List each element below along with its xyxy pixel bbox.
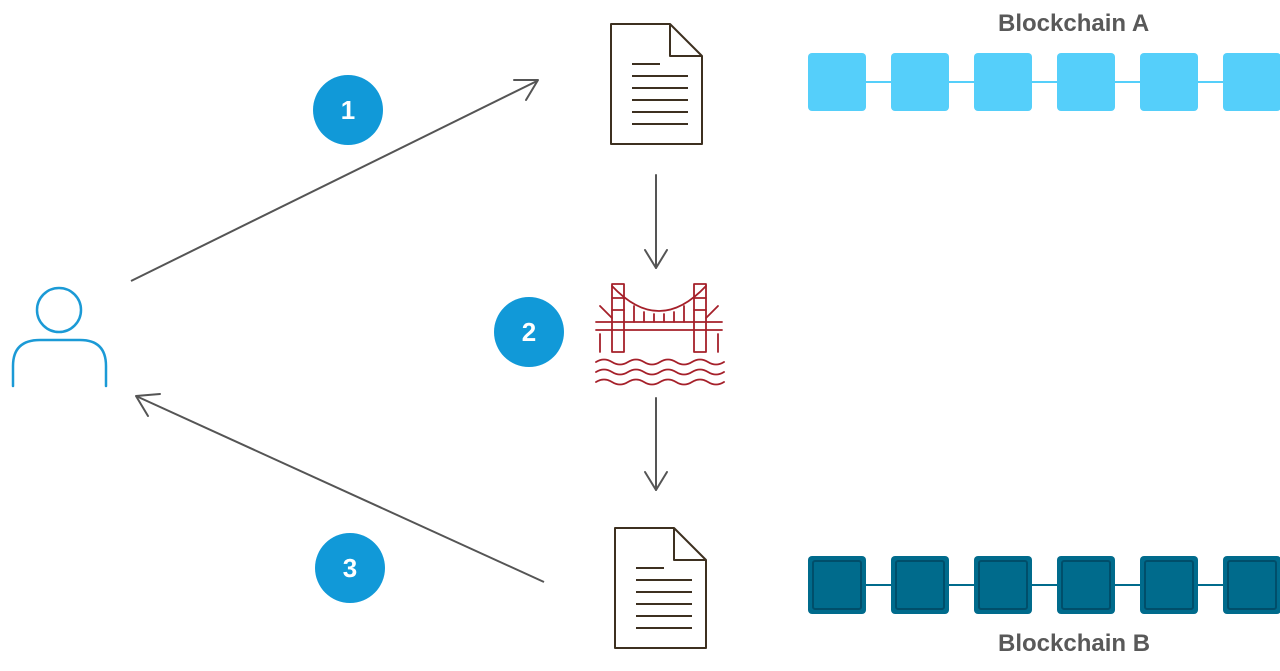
blockchain-a-block (974, 53, 1032, 111)
arrowhead-bridge (644, 249, 668, 269)
step-3-badge: 3 (315, 533, 385, 603)
arrowhead-target (644, 471, 668, 491)
blockchain-b-block (808, 556, 866, 614)
blockchain-a-block (1057, 53, 1115, 111)
blockchain-b-block-inner (1144, 560, 1194, 610)
blockchain-a-block (1140, 53, 1198, 111)
blockchain-a-label: Blockchain A (998, 10, 1150, 37)
target-document-icon (614, 527, 707, 649)
blockchain-b-block (1057, 556, 1115, 614)
arrowhead-source (513, 79, 539, 101)
blockchain-b-block-inner (1227, 560, 1277, 610)
source-document-icon (610, 23, 703, 145)
blockchain-a-block (1223, 53, 1280, 111)
blockchain-a-chain (808, 53, 1280, 111)
blockchain-b-block-inner (812, 560, 862, 610)
blockchain-b-block (974, 556, 1032, 614)
bridge-icon (595, 283, 725, 386)
blockchain-a-block (891, 53, 949, 111)
blockchain-b-block-inner (1061, 560, 1111, 610)
step-1-badge: 1 (313, 75, 383, 145)
blockchain-b-block (1223, 556, 1280, 614)
blockchain-b-label: Blockchain B (998, 630, 1151, 657)
arrow-user-to-source (130, 80, 538, 282)
step-2-badge: 2 (494, 297, 564, 367)
blockchain-b-block-inner (895, 560, 945, 610)
blockchain-b-chain (808, 556, 1280, 614)
blockchain-b-block (891, 556, 949, 614)
blockchain-a-block (808, 53, 866, 111)
blockchain-b-block-inner (978, 560, 1028, 610)
user-icon (11, 286, 108, 388)
arrowhead-user (135, 393, 161, 417)
blockchain-b-block (1140, 556, 1198, 614)
arrow-target-to-user (135, 395, 545, 583)
